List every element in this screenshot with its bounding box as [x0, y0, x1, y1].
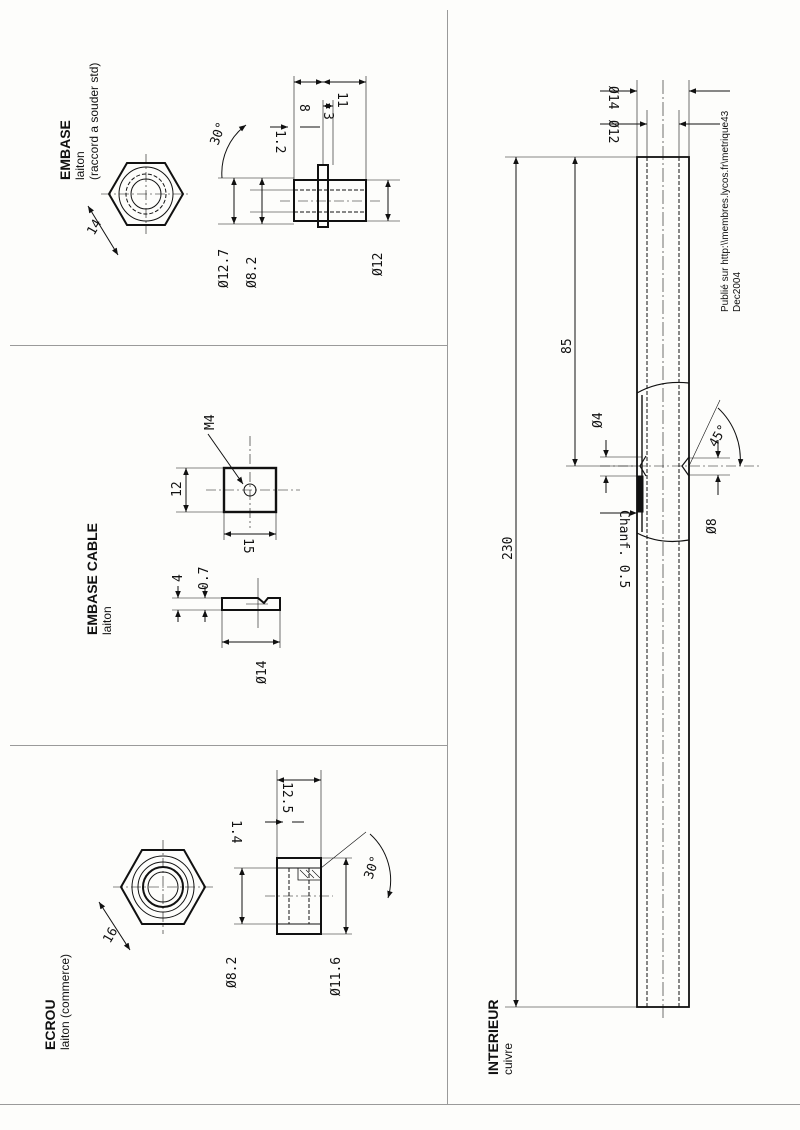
embase-title: EMBASE — [57, 120, 73, 180]
embase-cable-title: EMBASE CABLE — [84, 523, 100, 635]
embase-cable-w15-dim: 15 — [240, 538, 255, 554]
ecrou-hex-dim: 16 — [100, 925, 121, 946]
ecrou-material: laiton (commerce) — [58, 954, 72, 1050]
embase-cable-material: laiton — [100, 606, 114, 635]
interieur-l230-dim: 230 — [501, 537, 516, 560]
interieur-title: INTERIEUR — [485, 1000, 501, 1075]
embase-l11-dim: 11 — [334, 92, 349, 108]
interieur-d14-dim: Ø14 — [605, 86, 620, 110]
embase-d82-dim: Ø8.2 — [245, 257, 260, 288]
embase-l3-dim: 3 — [320, 112, 335, 120]
ecrou-title: ECROU — [42, 999, 58, 1050]
embase-l12-dim: 1.2 — [272, 130, 287, 153]
embase-hex-view — [87, 154, 191, 256]
frame-line-vertical — [447, 10, 448, 1105]
embase-cable-t07-dim: 0.7 — [197, 567, 212, 590]
embase-d127-dim: Ø12.7 — [217, 249, 232, 288]
ecrou-d116-dim: Ø11.6 — [329, 957, 344, 996]
interieur-material: cuivre — [501, 1043, 515, 1075]
frame-line-bottom — [10, 745, 447, 746]
interieur-l85-dim: 85 — [560, 338, 575, 354]
interieur-chanf-dim: Chanf. 0.5 — [616, 510, 631, 588]
embase-cable-top-view — [176, 433, 300, 540]
embase-cable-m4-dim: M4 — [203, 414, 218, 430]
embase-cable-d14-dim: Ø14 — [255, 660, 270, 684]
ecrou-l125-dim: 12.5 — [279, 782, 294, 813]
interieur-d4-dim: Ø4 — [591, 412, 606, 428]
embase-hex-dim: 14 — [84, 217, 105, 238]
ecrou-d82-dim: Ø8.2 — [225, 957, 240, 988]
ecrou-angle-dim: 30° — [362, 854, 384, 881]
embase-side-view — [218, 76, 400, 228]
ecrou-l14-dim: 1.4 — [228, 820, 243, 844]
publication-date: Dec2004 — [732, 272, 743, 312]
interieur-tube — [505, 80, 760, 1020]
embase-cable-w12-dim: 12 — [170, 481, 185, 497]
interieur-angle-dim: 45° — [706, 422, 731, 450]
frame-line-footer — [0, 1104, 800, 1105]
embase-cable-side-view — [172, 578, 281, 648]
embase-note: (raccord a souder std) — [87, 63, 101, 180]
embase-cable-t4-dim: 4 — [171, 574, 186, 582]
ecrou-hex-view — [98, 840, 213, 951]
embase-material: laiton — [73, 151, 87, 180]
publication-credit: Publié sur http:\\membres.lycos.fr\metri… — [720, 110, 731, 312]
embase-l8-dim: 8 — [296, 104, 311, 112]
embase-angle-dim: 30° — [208, 120, 230, 147]
ecrou-side-view — [234, 770, 393, 935]
interieur-d12-dim: Ø12 — [605, 120, 620, 143]
frame-line-top — [10, 345, 447, 346]
embase-d12-dim: Ø12 — [371, 253, 386, 276]
interieur-d8-dim: Ø8 — [705, 518, 720, 534]
